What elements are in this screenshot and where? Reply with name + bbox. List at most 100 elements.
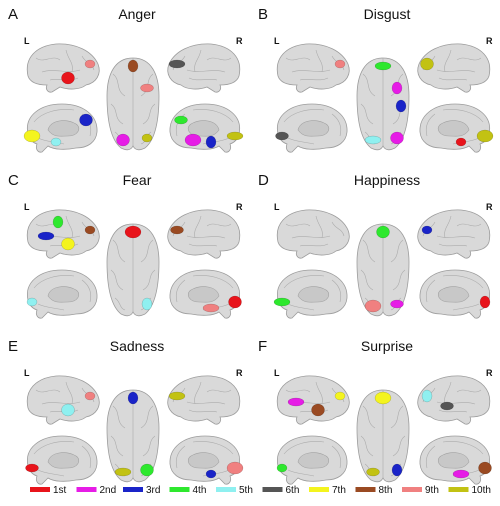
left-hemisphere-label: L (274, 368, 280, 378)
region-rank-1 (61, 71, 75, 85)
region-rank-4 (273, 297, 291, 307)
left-hemisphere-label: L (24, 202, 30, 212)
legend-label: 7th (332, 485, 346, 496)
panel-letter: B (258, 6, 268, 23)
panel-title: Sadness (110, 338, 164, 354)
left-lateral-view (276, 209, 350, 259)
right-hemisphere-label: R (236, 202, 243, 212)
region-rank-3 (421, 225, 433, 235)
region-rank-2 (184, 133, 202, 147)
left-medial-view (26, 269, 98, 319)
left-hemisphere-label: L (274, 202, 280, 212)
left-hemisphere-label: L (274, 36, 280, 46)
legend-swatch (448, 487, 469, 492)
panel-title: Fear (123, 172, 152, 188)
region-rank-1 (124, 225, 142, 239)
region-rank-3 (79, 113, 93, 127)
left-hemisphere-label: L (24, 36, 30, 46)
legend-label: 2nd (100, 485, 117, 496)
right-medial-view (420, 270, 490, 318)
region-rank-3 (127, 391, 139, 405)
region-rank-5 (364, 135, 382, 145)
region-rank-9 (84, 59, 96, 69)
region-rank-1 (228, 295, 242, 309)
region-rank-9 (202, 303, 220, 313)
region-rank-8 (478, 461, 492, 475)
region-rank-7 (374, 391, 392, 405)
region-rank-7 (334, 391, 346, 401)
region-rank-10 (141, 133, 153, 143)
region-rank-9 (364, 299, 382, 313)
region-rank-1 (25, 463, 39, 473)
left-medial-view (276, 435, 348, 485)
region-rank-4 (140, 463, 154, 477)
right-medial-view (170, 270, 240, 318)
region-rank-8 (311, 403, 325, 417)
left-medial-view (26, 103, 98, 153)
right-hemisphere-label: R (486, 368, 493, 378)
panel-title: Surprise (361, 338, 413, 354)
region-rank-2 (116, 133, 130, 147)
panel-title: Anger (118, 6, 156, 22)
panel-letter: A (8, 6, 18, 23)
region-rank-8 (170, 225, 184, 235)
left-hemisphere-label: L (24, 368, 30, 378)
legend-label: 6th (286, 485, 300, 496)
region-rank-2 (390, 299, 404, 309)
legend-label: 3rd (146, 485, 160, 496)
region-rank-6 (168, 59, 186, 69)
panel-letter: F (258, 338, 267, 355)
region-rank-10 (114, 467, 132, 477)
region-rank-7 (61, 237, 75, 251)
legend-label: 5th (239, 485, 253, 496)
panel-title: Happiness (354, 172, 420, 188)
region-rank-8 (127, 59, 139, 73)
region-rank-5 (26, 297, 38, 307)
region-rank-6 (440, 401, 454, 411)
legend-label: 10th (472, 485, 491, 496)
left-medial-view (276, 103, 348, 153)
panel-letter: E (8, 338, 18, 355)
region-rank-5 (421, 389, 433, 403)
region-rank-3 (395, 99, 407, 113)
region-rank-9 (84, 391, 96, 401)
right-medial-view (420, 436, 490, 484)
region-rank-4 (276, 463, 288, 473)
right-hemisphere-label: R (236, 368, 243, 378)
region-rank-2 (452, 469, 470, 479)
legend-label: 1st (53, 485, 67, 496)
right-medial-view (420, 104, 490, 152)
legend-swatch (216, 487, 236, 492)
region-rank-4 (174, 115, 188, 125)
right-hemisphere-label: R (486, 202, 493, 212)
region-rank-1 (455, 137, 467, 147)
region-rank-9 (226, 461, 244, 475)
legend-swatch (355, 487, 376, 492)
region-rank-4 (52, 215, 64, 229)
panel-letter: D (258, 172, 269, 189)
region-rank-5 (61, 403, 75, 417)
legend-swatch (123, 487, 143, 492)
region-rank-4 (376, 225, 390, 239)
region-rank-4 (374, 61, 392, 71)
legend-swatch (402, 487, 422, 492)
legend-swatch (169, 487, 190, 492)
region-rank-2 (287, 397, 305, 407)
region-rank-9 (140, 83, 154, 93)
region-rank-2 (391, 81, 403, 95)
legend-swatch (309, 487, 329, 492)
region-rank-8 (84, 225, 96, 235)
left-medial-view (26, 435, 98, 485)
region-rank-7 (23, 129, 41, 143)
legend-swatch (30, 487, 50, 492)
legend-label: 9th (425, 485, 439, 496)
region-rank-5 (50, 137, 62, 147)
region-rank-10 (168, 391, 186, 401)
